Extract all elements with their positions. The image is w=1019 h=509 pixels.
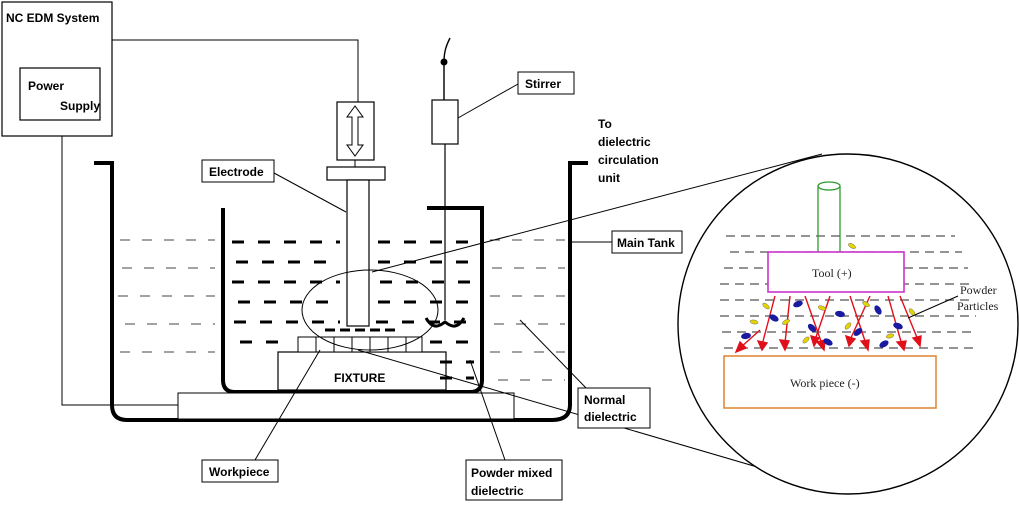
electrode-holder — [326, 166, 386, 181]
power-supply-label-1: Power — [28, 79, 64, 93]
workpiece-label-box — [201, 459, 279, 483]
powder-mixed-label-1: Powder mixed — [471, 466, 552, 480]
powder-particles-label-2: Particles — [957, 299, 999, 313]
stirrer-label: Stirrer — [525, 77, 561, 91]
normal-dielectric-label-1: Normal — [584, 393, 625, 407]
focus-ellipse — [301, 269, 439, 351]
control-wire — [112, 39, 359, 102]
powder-mixed-dielectric-dashes — [232, 240, 474, 380]
inset-tool-label: Tool (+) — [812, 266, 852, 280]
to-dielectric-unit-label: To dielectric circulation unit — [598, 117, 659, 185]
electrode-actuator — [336, 101, 375, 161]
normal-dielectric-label-2: dielectric — [584, 410, 637, 424]
stirrer-label-box — [517, 71, 575, 95]
nc-edm-system-label: NC EDM System — [6, 11, 99, 25]
inset-tool — [767, 251, 905, 293]
inset-magnified-view: Tool (+) Work piece (-) — [677, 153, 1019, 495]
inset-workpiece-label: Work piece (-) — [790, 376, 860, 390]
svg-text:dielectric: dielectric — [598, 135, 651, 149]
normal-dielectric-dashes — [118, 239, 565, 381]
electrode-label-box — [201, 159, 275, 183]
normal-dielectric-label-box — [577, 387, 651, 429]
svg-text:To: To — [598, 117, 612, 131]
inset-workpiece — [723, 355, 937, 409]
base-plate — [177, 392, 515, 420]
powder-mixed-label-2: dielectric — [471, 484, 524, 498]
svg-text:circulation: circulation — [598, 153, 659, 167]
electrode-rod — [346, 179, 370, 327]
powder-particles — [741, 243, 916, 348]
main-tank-label: Main Tank — [617, 236, 675, 250]
double-arrow-icon — [346, 105, 364, 157]
inset-electrode — [817, 186, 841, 252]
workpiece-label: Workpiece — [209, 465, 270, 479]
power-wire — [61, 136, 178, 406]
stirrer-leader — [457, 83, 519, 119]
fixture-label: FIXTURE — [334, 371, 385, 385]
spark-arrows — [734, 295, 922, 354]
stirrer-motor — [431, 99, 459, 145]
electrode-label: Electrode — [209, 165, 264, 179]
stirrer-cable — [443, 37, 451, 102]
main-tank — [94, 161, 588, 422]
main-tank-label-box — [611, 230, 683, 254]
powder-mixed-label-box — [465, 459, 563, 501]
power-supply-box — [19, 67, 101, 121]
powder-particles-label-1: Powder — [960, 283, 997, 297]
zoom-line-top — [371, 153, 823, 273]
power-supply-label-2: Supply — [60, 99, 100, 113]
inner-tank — [221, 206, 484, 394]
svg-text:unit: unit — [598, 171, 620, 185]
nc-edm-system-box — [1, 1, 113, 137]
